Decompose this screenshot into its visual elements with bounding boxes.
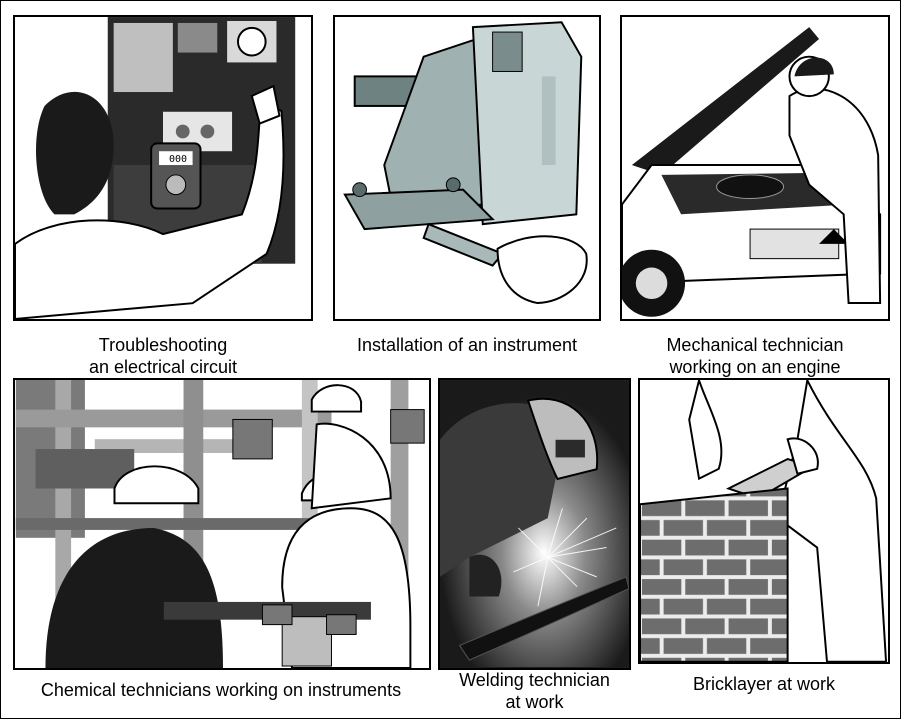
caption-line: Mechanical technician — [666, 335, 844, 355]
caption-welding: Welding technician at work — [438, 669, 631, 713]
caption-instrument: Installation of an instrument — [333, 334, 601, 356]
panel-electrical-circuit: 000 — [13, 15, 313, 321]
caption-bricklayer: Bricklayer at work — [638, 673, 890, 695]
caption-line: Welding technician — [459, 670, 610, 690]
caption-electrical: Troubleshooting an electrical circuit — [13, 334, 313, 378]
caption-line: at work — [505, 692, 564, 712]
engine-illustration — [622, 17, 888, 319]
caption-line: Bricklayer at work — [692, 674, 836, 694]
welding-illustration — [440, 381, 629, 667]
caption-line: Installation of an instrument — [356, 335, 578, 355]
bricklayer-illustration — [640, 380, 888, 662]
vise-illustration — [335, 17, 599, 319]
caption-chemical: Chemical technicians working on instrume… — [5, 679, 437, 701]
chemical-plant-illustration — [15, 380, 429, 668]
caption-line: Chemical technicians working on instrume… — [40, 680, 402, 700]
electrical-illustration — [15, 17, 311, 319]
caption-line: an electrical circuit — [88, 357, 238, 377]
panel-mechanical-technician — [620, 15, 890, 321]
panel-chemical-technicians — [13, 378, 431, 670]
caption-mechanical: Mechanical technician working on an engi… — [620, 334, 890, 378]
panel-bricklayer — [638, 378, 890, 664]
caption-line: working on an engine — [669, 357, 841, 377]
caption-line: Troubleshooting — [98, 335, 228, 355]
panel-instrument-installation — [333, 15, 601, 321]
panel-welding-technician — [438, 378, 631, 670]
multimeter-reading: 000 — [168, 154, 188, 165]
